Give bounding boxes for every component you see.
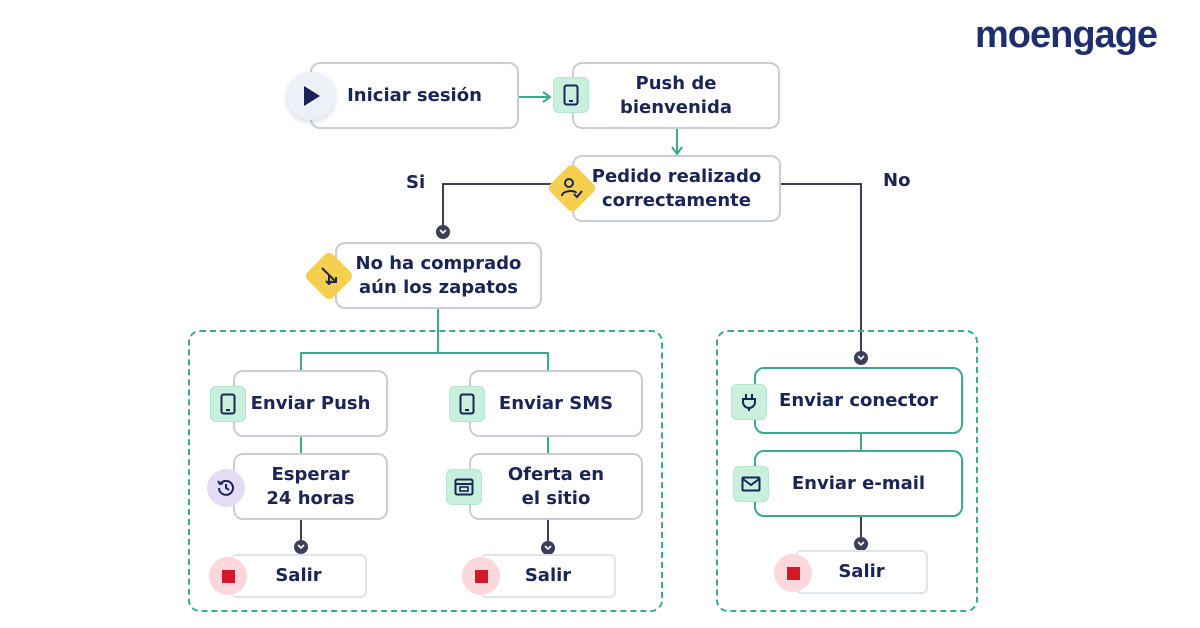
user-check-icon: [554, 170, 590, 206]
exit-label: Salir: [838, 561, 885, 582]
brand-logo: moengage: [975, 14, 1158, 56]
send-sms-label: Enviar SMS: [498, 392, 614, 414]
play-icon: [287, 72, 335, 120]
branch-label-yes: Si: [406, 172, 426, 193]
order-check-node[interactable]: Pedido realizado correctamente: [572, 155, 781, 222]
wait-label: Esperar 24 horas: [266, 463, 355, 509]
chevron-down-icon: [294, 540, 308, 554]
chevron-down-icon: [854, 537, 868, 551]
onsite-offer-node[interactable]: Oferta en el sitio: [469, 453, 643, 520]
onsite-offer-label: Oferta en el sitio: [507, 463, 605, 509]
split-arrows-icon: [311, 258, 347, 294]
smartphone-icon: [449, 386, 485, 422]
yes-actions-group: [188, 330, 663, 612]
smartphone-icon: [210, 386, 246, 422]
welcome-push-label: Push de bienvenida: [619, 72, 733, 118]
exit-node[interactable]: Salir: [230, 554, 367, 598]
chevron-down-icon: [436, 225, 450, 239]
exit-node[interactable]: Salir: [480, 554, 616, 598]
order-check-label: Pedido realizado correctamente: [591, 165, 762, 211]
stop-icon: [774, 554, 812, 592]
exit-label: Salir: [524, 565, 572, 586]
send-sms-node[interactable]: Enviar SMS: [469, 370, 643, 437]
exit-node[interactable]: Salir: [795, 550, 928, 594]
stop-icon: [462, 557, 500, 595]
not-bought-label: No ha comprado aún los zapatos: [355, 252, 522, 298]
chevron-down-icon: [541, 541, 555, 555]
start-node-label: Iniciar sesión: [347, 84, 482, 106]
start-node[interactable]: Iniciar sesión: [310, 62, 519, 129]
exit-label: Salir: [275, 565, 322, 586]
send-email-label: Enviar e-mail: [791, 472, 926, 494]
stop-icon: [209, 557, 247, 595]
send-connector-label: Enviar conector: [779, 389, 938, 411]
send-push-node[interactable]: Enviar Push: [233, 370, 388, 437]
welcome-push-node[interactable]: Push de bienvenida: [572, 62, 780, 129]
send-connector-node[interactable]: Enviar conector: [754, 367, 963, 434]
chevron-down-icon: [854, 351, 868, 365]
not-bought-node[interactable]: No ha comprado aún los zapatos: [335, 242, 542, 309]
plug-icon: [731, 384, 767, 420]
history-icon: [207, 469, 245, 507]
smartphone-icon: [553, 77, 589, 113]
envelope-icon: [733, 466, 769, 502]
browser-window-icon: [446, 469, 482, 505]
branch-label-no: No: [883, 170, 911, 191]
no-actions-group: [716, 330, 978, 612]
send-email-node[interactable]: Enviar e-mail: [754, 450, 963, 517]
wait-node[interactable]: Esperar 24 horas: [233, 453, 388, 520]
send-push-label: Enviar Push: [250, 392, 371, 414]
